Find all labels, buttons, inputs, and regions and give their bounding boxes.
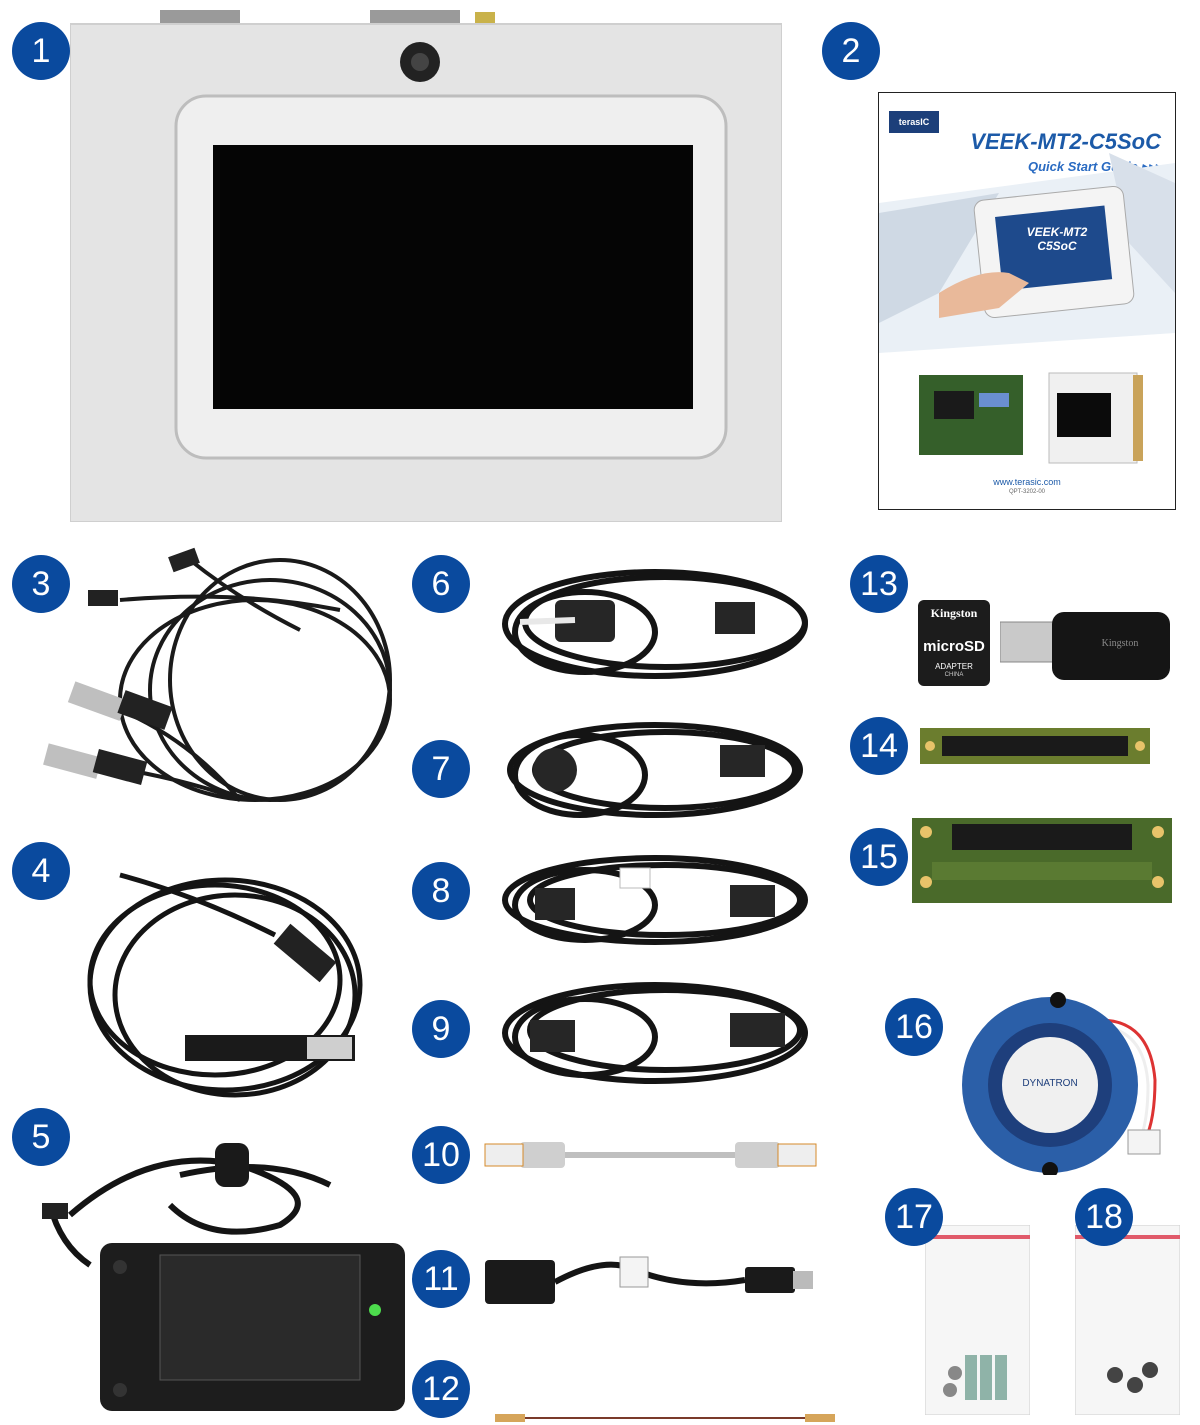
debug-breakout-board <box>912 818 1172 903</box>
guide-screen-text: VEEK-MT2 C5SoC <box>1026 225 1088 253</box>
power-cord-uk <box>495 562 825 687</box>
badge-6: 6 <box>412 555 470 613</box>
usb-y-cable <box>40 540 410 840</box>
microsd-adapter: Kingston microSD ADAPTER CHINA <box>918 600 990 686</box>
jumper-wire-visual <box>495 1412 835 1424</box>
screw-bag-17 <box>925 1225 1030 1415</box>
reader-brand: Kingston <box>1101 638 1139 649</box>
sd-label: microSD <box>923 638 985 655</box>
sd-sub: ADAPTER <box>935 662 973 671</box>
usb-otg-cable <box>485 1245 830 1320</box>
badge-9: 9 <box>412 1000 470 1058</box>
guide-code: QPT-3202-00 <box>1008 489 1046 495</box>
terasic-logo: terasIC <box>889 111 939 133</box>
badge-18: 18 <box>1075 1188 1133 1246</box>
badge-2: 2 <box>822 22 880 80</box>
mini-usb-cable <box>75 855 385 1105</box>
guide-artwork <box>879 153 1175 464</box>
badge-11: 11 <box>412 1250 470 1308</box>
power-cord-china <box>495 850 825 950</box>
usb-card-reader: Kingston <box>1000 600 1175 686</box>
guide-website: www.terasic.com <box>993 477 1061 487</box>
power-adapter <box>30 1135 410 1415</box>
hsmc-adapter-board <box>920 728 1150 764</box>
badge-5: 5 <box>12 1108 70 1166</box>
badge-14: 14 <box>850 717 908 775</box>
badge-7: 7 <box>412 740 470 798</box>
badge-8: 8 <box>412 862 470 920</box>
cooling-fan: DYNATRON <box>950 990 1180 1175</box>
badge-10: 10 <box>412 1126 470 1184</box>
badge-16: 16 <box>885 998 943 1056</box>
badge-13: 13 <box>850 555 908 613</box>
touchscreen-device <box>70 10 782 522</box>
badge-15: 15 <box>850 828 908 886</box>
power-cord-eu <box>500 715 820 825</box>
power-cord-us <box>495 975 825 1090</box>
sd-brand: Kingston <box>930 606 978 620</box>
sd-origin: CHINA <box>944 672 964 678</box>
quick-start-guide: terasIC VEEK-MT2-C5SoC Quick Start Guide… <box>878 92 1176 510</box>
badge-17: 17 <box>885 1188 943 1246</box>
badge-12: 12 <box>412 1360 470 1418</box>
badge-3: 3 <box>12 555 70 613</box>
screw-bag-18 <box>1075 1225 1180 1415</box>
badge-1: 1 <box>12 22 70 80</box>
guide-title: VEEK-MT2-C5SoC <box>970 129 1161 154</box>
ethernet-cable <box>480 1130 840 1180</box>
badge-4: 4 <box>12 842 70 900</box>
fan-label: DYNATRON <box>1022 1078 1078 1089</box>
